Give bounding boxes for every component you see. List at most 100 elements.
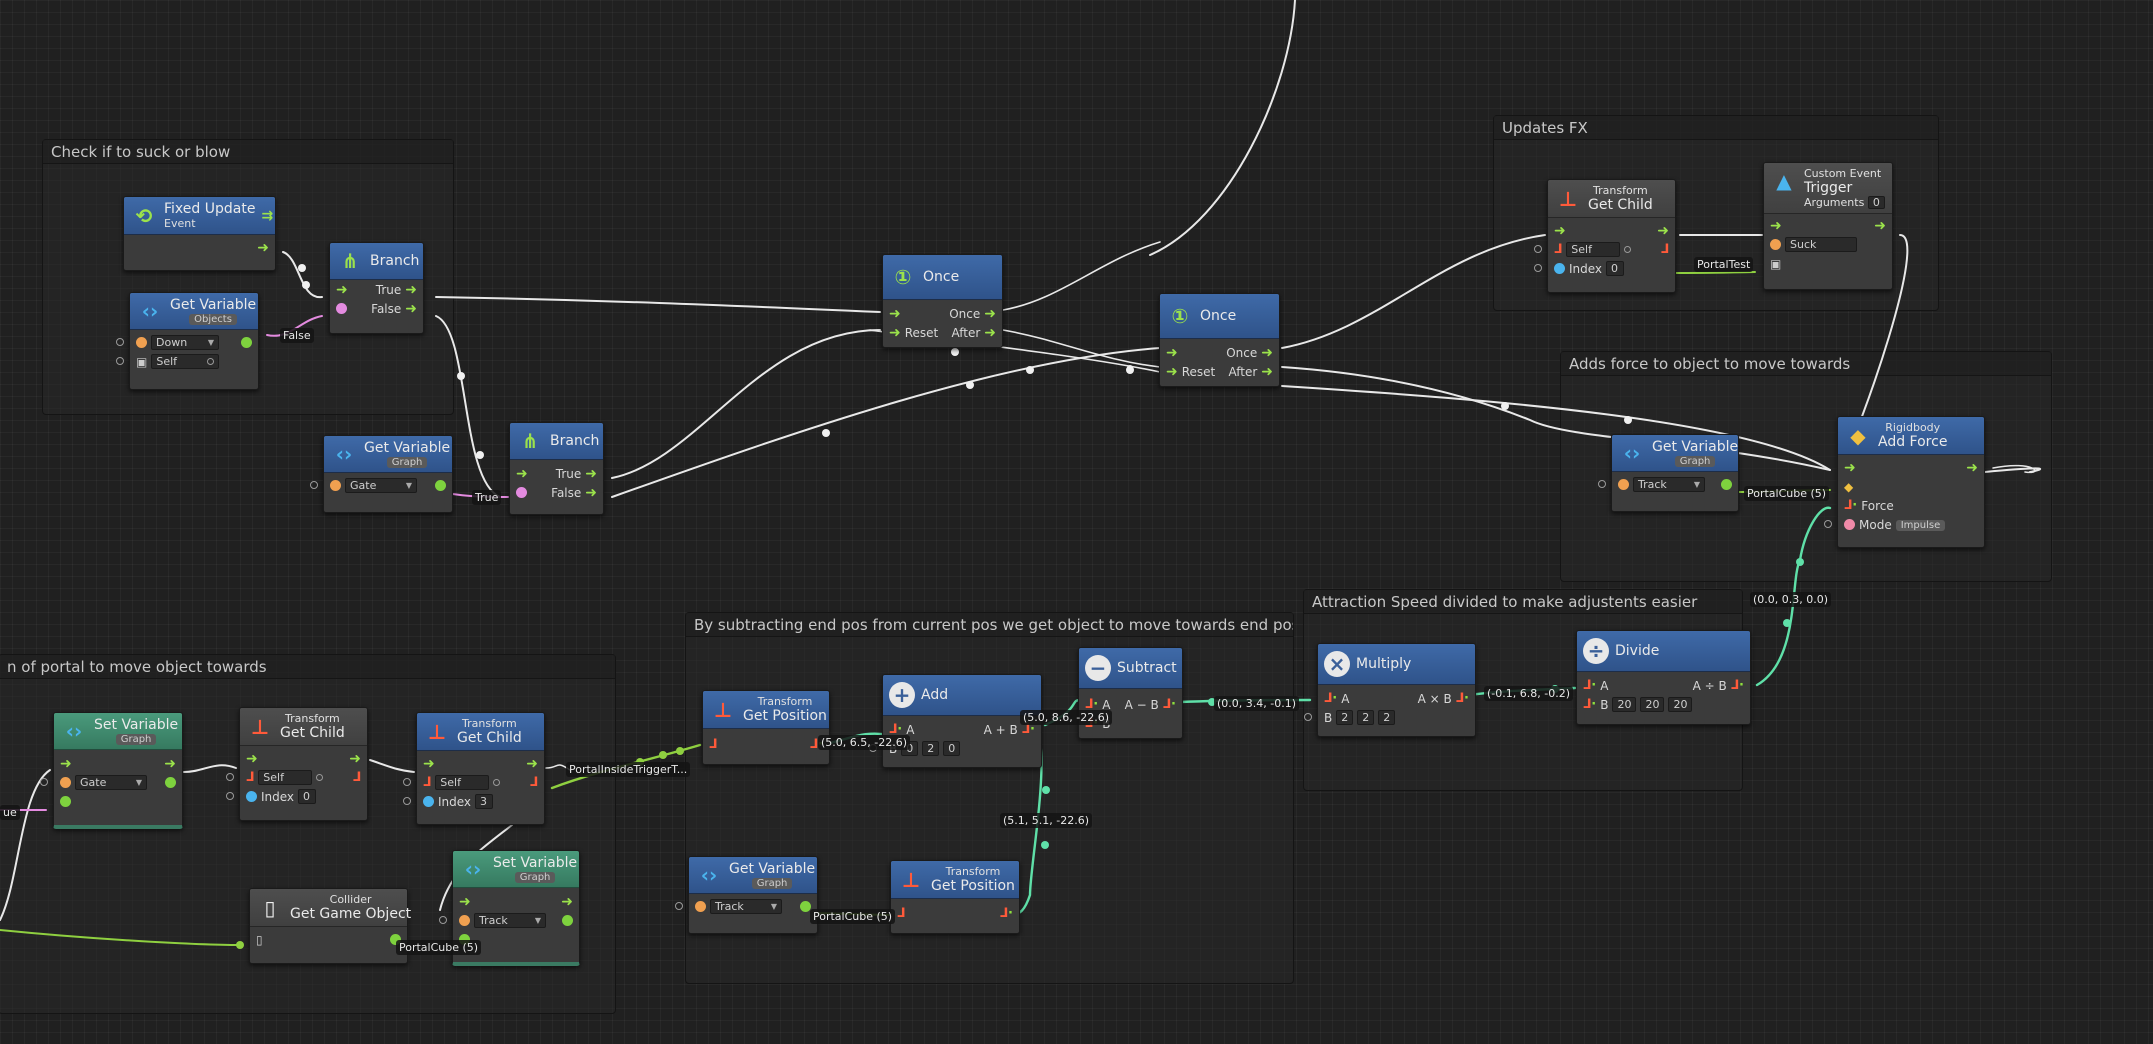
flow-out-port[interactable]: ➜: [1261, 363, 1273, 380]
flow-out-port[interactable]: ➜: [164, 755, 176, 772]
vector-in-port[interactable]: ⅃·: [1583, 697, 1597, 712]
gameobject-out-port[interactable]: [390, 934, 401, 946]
node-branch[interactable]: ⋔ Branch ➜True➜ False➜: [509, 422, 604, 515]
transform-in-port[interactable]: ⅃: [246, 770, 255, 786]
vector-in-port[interactable]: ⅃·: [1324, 691, 1338, 706]
vector-x-field[interactable]: 20: [1612, 697, 1637, 712]
value-in-port[interactable]: [60, 796, 71, 808]
int-in-port[interactable]: [246, 791, 257, 803]
event-name-field[interactable]: Suck: [1785, 237, 1857, 253]
unused-port[interactable]: [403, 778, 411, 787]
vector-x-field[interactable]: 2: [1336, 710, 1354, 725]
node-header[interactable]: ① Once: [1160, 294, 1279, 339]
flow-out-port[interactable]: ➜: [1966, 459, 1978, 476]
node-header[interactable]: × Multiply: [1318, 644, 1475, 685]
flow-out-port[interactable]: ➜: [405, 281, 417, 298]
index-field[interactable]: 0: [1606, 261, 1625, 277]
flow-in-port[interactable]: ➜: [423, 755, 435, 772]
vector-z-field[interactable]: 20: [1668, 697, 1693, 712]
flow-in-port[interactable]: ➜: [336, 281, 348, 298]
string-in-port[interactable]: [459, 915, 470, 927]
int-in-port[interactable]: [423, 796, 434, 808]
variable-name-dropdown[interactable]: Track▼: [1633, 477, 1705, 493]
flow-in-port[interactable]: ➜: [1844, 459, 1856, 476]
vector-out-port[interactable]: ⅃·: [1455, 691, 1469, 706]
value-out-port[interactable]: [800, 901, 811, 913]
flow-out-port[interactable]: ➜: [561, 893, 573, 910]
node-header[interactable]: − Subtract: [1079, 648, 1182, 689]
target-field[interactable]: Self: [1566, 242, 1621, 258]
vector-in-port[interactable]: ⅃·: [1844, 498, 1858, 514]
vector-in-port[interactable]: ⅃·: [1085, 697, 1099, 712]
unused-port[interactable]: [675, 902, 683, 911]
vector-y-field[interactable]: 20: [1640, 697, 1665, 712]
transform-in-port[interactable]: ⅃: [423, 775, 432, 791]
vector-z-field[interactable]: 0: [943, 741, 961, 756]
unused-port[interactable]: [226, 792, 234, 801]
unused-port[interactable]: [403, 797, 411, 806]
enum-in-port[interactable]: [1844, 519, 1855, 531]
arguments-field[interactable]: 0: [1867, 196, 1885, 210]
transform-in-port[interactable]: ⅃: [709, 737, 718, 753]
string-in-port[interactable]: [136, 337, 147, 349]
bool-in-port[interactable]: [336, 303, 347, 314]
flow-out-port[interactable]: ➜: [349, 750, 361, 767]
flow-in-port[interactable]: ➜: [889, 305, 901, 322]
string-in-port[interactable]: [60, 777, 71, 789]
unused-port[interactable]: [1304, 713, 1312, 721]
flow-out-port[interactable]: ➜: [984, 305, 996, 322]
target-field[interactable]: Self: [151, 354, 220, 370]
flow-out-port[interactable]: ➜: [984, 324, 996, 341]
flow-in-port[interactable]: ➜: [60, 755, 72, 772]
unused-port[interactable]: [310, 481, 318, 490]
flow-in-port[interactable]: ➜: [1166, 363, 1178, 380]
node-branch[interactable]: ⋔ Branch ➜True➜ False➜: [329, 242, 424, 334]
node-subtract[interactable]: − Subtract ⅃·AA − B⅃· ⅃·B: [1078, 647, 1183, 739]
node-header[interactable]: ÷ Divide: [1577, 631, 1750, 672]
variable-name-dropdown[interactable]: Gate▼: [75, 775, 147, 791]
flow-in-port[interactable]: ➜: [459, 893, 471, 910]
unused-port[interactable]: [439, 916, 447, 925]
flow-in-port[interactable]: ➜: [516, 465, 528, 482]
rigidbody-in-port[interactable]: ◆: [1844, 479, 1854, 494]
flow-in-port[interactable]: ➜: [246, 750, 258, 767]
flow-out-port[interactable]: ➜: [405, 300, 417, 317]
string-in-port[interactable]: [695, 901, 706, 913]
transform-in-port[interactable]: ⅃: [897, 906, 906, 922]
string-in-port[interactable]: [1618, 479, 1629, 491]
variable-name-dropdown[interactable]: Track▼: [710, 899, 782, 915]
flow-out-port[interactable]: ➜: [526, 755, 538, 772]
bool-in-port[interactable]: [516, 487, 527, 498]
node-header[interactable]: ⋔ Branch: [510, 423, 603, 460]
flow-out-icon[interactable]: ⇉: [261, 207, 274, 224]
variable-name-dropdown[interactable]: Track▼: [474, 913, 546, 929]
value-out-port[interactable]: [435, 480, 446, 492]
target-field[interactable]: Self: [435, 775, 490, 791]
value-out-port[interactable]: [241, 337, 252, 349]
value-out-port[interactable]: [165, 777, 176, 789]
vector-in-port[interactable]: ⅃·: [889, 722, 903, 737]
collider-in-port[interactable]: ▯: [256, 932, 263, 947]
node-header[interactable]: ① Once: [883, 255, 1002, 300]
